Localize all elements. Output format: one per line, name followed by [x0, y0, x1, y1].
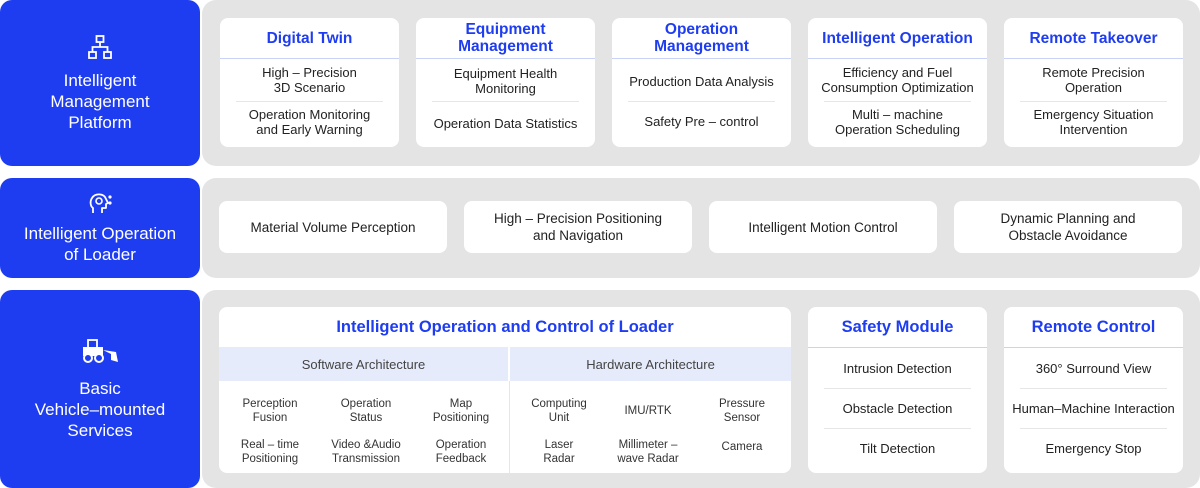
card-title: Remote Takeover	[1004, 18, 1183, 59]
hardware-item: Computing Unit	[531, 398, 587, 424]
card-equipment-management: Equipment Management Equipment Health Mo…	[416, 18, 595, 147]
card-operation-management: Operation Management Production Data Ana…	[612, 18, 791, 147]
card-title: Safety Module	[808, 307, 987, 348]
card-divider	[432, 101, 579, 102]
card-item: Emergency Situation Intervention	[1033, 107, 1154, 137]
hardware-item: Pressure Sensor	[718, 398, 766, 424]
software-item: Map Positioning	[432, 398, 490, 424]
hardware-item: Camera	[721, 441, 763, 453]
card-title: Operation Management	[612, 18, 791, 59]
control-card: Intelligent Operation and Control of Loa…	[219, 307, 791, 473]
loader-operation-band: Material Volume Perception High – Precis…	[202, 178, 1200, 278]
layer-vehicle-services: Basic Vehicle–mounted Services	[0, 290, 200, 488]
card-divider	[824, 388, 971, 389]
card-item: Equipment Health Monitoring	[453, 66, 558, 96]
card-item: Tilt Detection	[859, 440, 936, 456]
vehicle-services-band: Intelligent Operation and Control of Loa…	[202, 290, 1200, 488]
hardware-item: Laser Radar	[543, 439, 575, 465]
card-title: Intelligent Operation	[808, 18, 987, 59]
card-divider	[824, 428, 971, 429]
card-remote-takeover: Remote Takeover Remote Precision Operati…	[1004, 18, 1183, 147]
card-divider	[1020, 428, 1167, 429]
card-item: 360° Surround View	[1035, 360, 1152, 376]
card-item: Emergency Stop	[1045, 440, 1142, 456]
card-intelligent-operation: Intelligent Operation Efficiency and Fue…	[808, 18, 987, 147]
card-divider	[824, 101, 971, 102]
loader-item-volume-perception: Material Volume Perception	[219, 201, 447, 253]
card-item: Human–Machine Interaction	[1012, 400, 1175, 416]
management-platform-band: Digital Twin High – Precision 3D Scenari…	[202, 0, 1200, 166]
layer-label: Intelligent Management Platform	[50, 70, 150, 132]
card-divider	[1020, 101, 1167, 102]
card-divider	[1020, 388, 1167, 389]
control-title: Intelligent Operation and Control of Loa…	[336, 317, 674, 336]
loader-item-dynamic-planning: Dynamic Planning and Obstacle Avoidance	[954, 201, 1182, 253]
card-item: Operation Data Statistics	[433, 115, 578, 131]
loader-vehicle-icon	[83, 338, 118, 363]
card-item: Remote Precision Operation	[1042, 65, 1145, 95]
remote-control-card: Remote Control 360° Surround View Human–…	[1004, 307, 1183, 473]
architecture-divider	[509, 381, 510, 473]
hardware-item: IMU/RTK	[624, 405, 672, 417]
card-title: Digital Twin	[220, 18, 399, 59]
loader-item-positioning-navigation: High – Precision Positioning and Navigat…	[464, 201, 692, 253]
safety-module-card: Safety Module Intrusion Detection Obstac…	[808, 307, 987, 473]
software-item: Video &Audio Transmission	[331, 439, 401, 465]
layer-label: Intelligent Operation of Loader	[23, 224, 177, 264]
card-item: Obstacle Detection	[842, 400, 953, 416]
card-item: Safety Pre – control	[644, 113, 759, 129]
software-item: Perception Fusion	[242, 398, 298, 424]
software-item: Operation Feedback	[435, 439, 487, 465]
card-item: Operation Monitoring and Early Warning	[248, 107, 371, 137]
software-architecture-header: Software Architecture	[219, 347, 509, 381]
software-item: Real – time Positioning	[240, 439, 300, 465]
card-item: Intrusion Detection	[843, 360, 952, 376]
card-title: Equipment Management	[416, 18, 595, 59]
layer-label: Basic Vehicle–mounted Services	[34, 378, 166, 440]
ai-head-icon	[89, 193, 112, 213]
card-item: Efficiency and Fuel Consumption Optimiza…	[821, 65, 974, 95]
layer-management-platform: Intelligent Management Platform	[0, 0, 200, 166]
card-divider	[236, 101, 383, 102]
card-item: Production Data Analysis	[629, 73, 774, 89]
hierarchy-icon	[88, 34, 112, 59]
card-title: Remote Control	[1004, 307, 1183, 348]
loader-item-motion-control: Intelligent Motion Control	[709, 201, 937, 253]
software-item: Operation Status	[340, 398, 392, 424]
hardware-item: Millimeter – wave Radar	[617, 439, 679, 465]
card-digital-twin: Digital Twin High – Precision 3D Scenari…	[220, 18, 399, 147]
hardware-architecture-header: Hardware Architecture	[510, 347, 791, 381]
card-item: Multi – machine Operation Scheduling	[834, 107, 961, 137]
card-divider	[628, 101, 775, 102]
card-item: High – Precision 3D Scenario	[262, 65, 357, 95]
layer-loader-operation: Intelligent Operation of Loader	[0, 178, 200, 278]
